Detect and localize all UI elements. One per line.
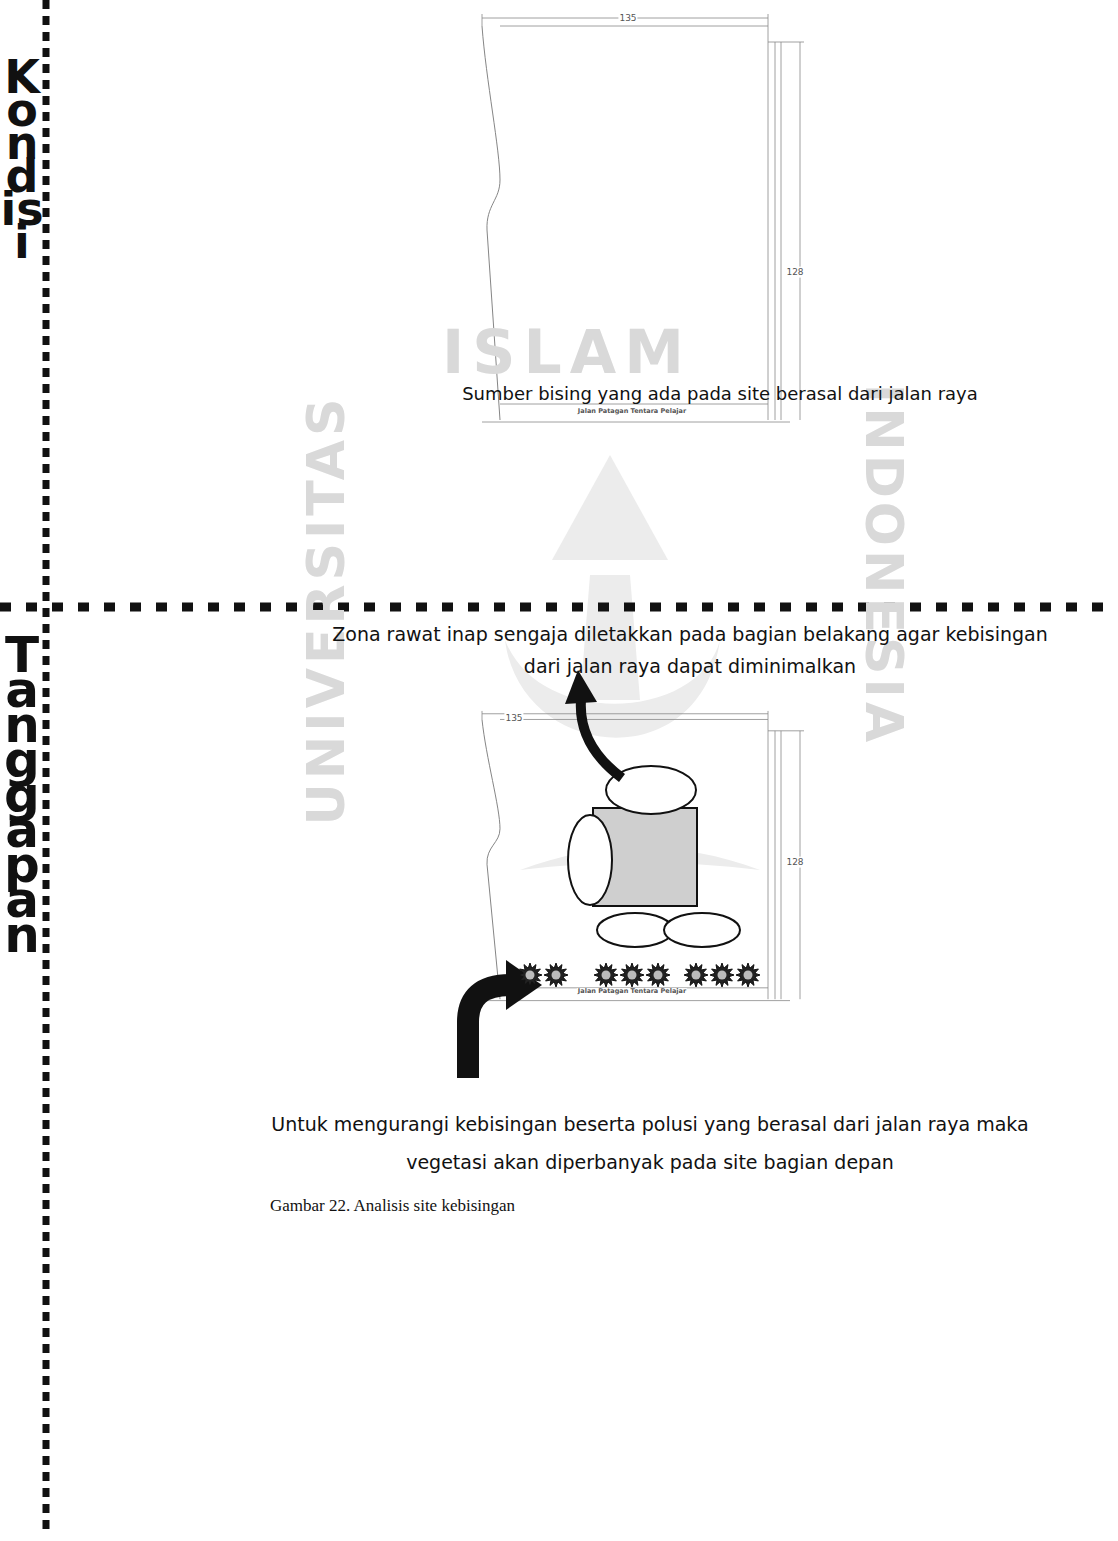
road-name: Jalan Patagan Tentara Pelajar xyxy=(577,988,687,996)
tree-symbol xyxy=(518,963,542,987)
noise-arrow xyxy=(468,985,510,1078)
note-text: Sumber bising yang ada pada site berasal… xyxy=(462,383,978,405)
tree-symbol xyxy=(620,963,644,987)
divider-horizontal xyxy=(0,603,1118,612)
site-plan xyxy=(482,711,804,1001)
note-text: Zona rawat inap sengaja diletakkan pada … xyxy=(320,618,1060,682)
tree-symbol xyxy=(544,963,568,987)
dimension: 135 xyxy=(504,713,523,724)
direction-arrow xyxy=(581,700,622,778)
tree-core xyxy=(718,971,727,980)
tree-symbol xyxy=(736,963,760,987)
tree-core xyxy=(692,971,701,980)
zone-ellipse xyxy=(664,913,740,947)
figure-caption: Gambar 22. Analisis site kebisingan xyxy=(270,1196,515,1216)
watermark: ISLAM xyxy=(442,316,692,388)
tree-symbol xyxy=(594,963,618,987)
tree-core xyxy=(628,971,637,980)
side-heading: Tanggapan xyxy=(0,638,47,953)
tree-core xyxy=(654,971,663,980)
tree-core xyxy=(602,971,611,980)
zone-ellipse xyxy=(568,815,612,905)
zone-ellipse xyxy=(597,913,673,947)
dimension: 135 xyxy=(618,13,637,24)
watermark: INDONESIA xyxy=(853,384,915,746)
tree-core xyxy=(744,971,753,980)
side-heading: Kondisi xyxy=(0,61,45,259)
vegetation xyxy=(518,963,760,987)
dimension: 128 xyxy=(785,857,804,868)
tree-symbol xyxy=(646,963,670,987)
tree-symbol xyxy=(710,963,734,987)
tree-core xyxy=(526,971,535,980)
dimension: 128 xyxy=(785,267,804,278)
arrow-head xyxy=(506,960,542,1010)
tree-core xyxy=(552,971,561,980)
note-text: Untuk mengurangi kebisingan beserta polu… xyxy=(270,1105,1030,1181)
road-name: Jalan Patagan Tentara Pelajar xyxy=(577,408,687,416)
watermark: UNIVERSITAS xyxy=(295,395,357,826)
tree-symbol xyxy=(684,963,708,987)
